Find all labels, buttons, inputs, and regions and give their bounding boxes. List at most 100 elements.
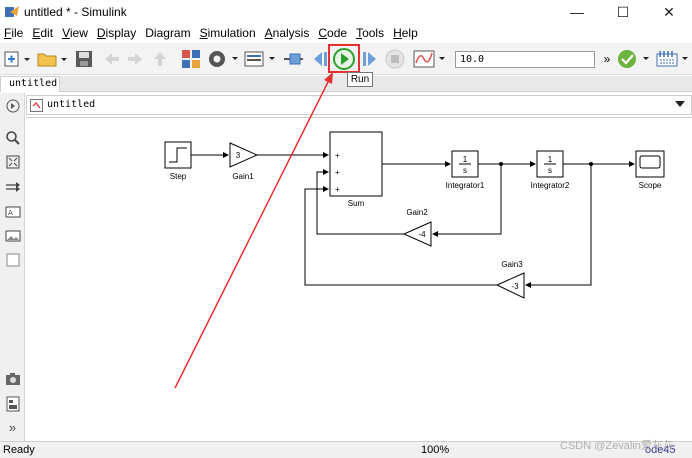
integrator2-den: s	[548, 166, 552, 175]
more-icon: »	[8, 420, 17, 435]
zoom-icon	[5, 130, 20, 145]
area-icon	[6, 253, 19, 266]
menu-file[interactable]: File	[4, 26, 24, 40]
left-palette: A »	[0, 93, 25, 441]
gain1-value: 3	[236, 151, 241, 160]
save-button[interactable]	[73, 48, 95, 70]
library-browser-button[interactable]	[180, 48, 202, 70]
branch-point-2	[589, 162, 593, 166]
menu-code[interactable]: Code	[318, 26, 348, 40]
menu-bar: File Edit View Display Diagram Simulatio…	[0, 24, 692, 42]
menu-tools[interactable]: Tools	[356, 26, 385, 40]
step-back-button[interactable]	[308, 48, 330, 70]
new-model-button[interactable]	[3, 48, 33, 70]
fit-view-icon	[6, 155, 19, 168]
area-button[interactable]	[4, 251, 21, 268]
gain2-value: -4	[418, 230, 426, 239]
update-diagram-button[interactable]	[282, 48, 304, 70]
open-folder-icon	[37, 53, 67, 67]
menu-diagram[interactable]: Diagram	[145, 26, 191, 40]
scope-block[interactable]	[635, 150, 665, 178]
integrator2-label: Integrator2	[531, 181, 570, 190]
status-text: Ready	[3, 444, 35, 456]
stop-time-input[interactable]: 10.0	[455, 51, 595, 68]
up-button[interactable]	[150, 48, 170, 70]
open-model-button[interactable]	[36, 48, 70, 70]
gain3-block[interactable]	[495, 272, 525, 299]
annotation-button[interactable]: A	[4, 203, 21, 220]
fit-view-button[interactable]	[4, 153, 21, 170]
run-icon	[333, 48, 355, 70]
block-diagram: Step 3 Gain1 + + + Sum 1 s Integrator1 1…	[164, 131, 665, 299]
run-tooltip: Run	[347, 72, 373, 87]
gain3-label: Gain3	[501, 260, 523, 269]
screenshot-button[interactable]	[4, 370, 21, 387]
integrator1-label: Integrator1	[446, 181, 485, 190]
model-browser-button[interactable]	[4, 395, 21, 412]
gain2-block[interactable]	[402, 221, 432, 247]
minimize-button[interactable]: —	[570, 4, 584, 20]
gain1-block[interactable]	[229, 142, 259, 168]
branch-point-1	[499, 162, 503, 166]
integrator2-block[interactable]	[536, 150, 564, 178]
simulink-app-icon	[5, 6, 19, 17]
integrator2-num: 1	[548, 155, 553, 164]
sum-sign-2: +	[335, 168, 340, 177]
step-back-icon	[314, 52, 327, 66]
toolbar-overflow[interactable]: »	[603, 52, 611, 66]
new-model-icon	[4, 51, 30, 67]
step-label: Step	[170, 172, 187, 181]
menu-help[interactable]: Help	[393, 26, 418, 40]
model-explorer-button[interactable]	[243, 48, 277, 70]
zoom-button[interactable]	[4, 129, 21, 146]
gear-icon	[209, 51, 238, 67]
menu-view[interactable]: View	[62, 26, 88, 40]
close-button[interactable]: ✕	[663, 3, 675, 20]
build-model-icon	[656, 51, 688, 67]
model-path[interactable]: untitled	[47, 99, 96, 110]
scope-label: Scope	[639, 181, 662, 190]
menu-display[interactable]: Display	[96, 26, 137, 40]
model-advisor-button[interactable]	[616, 48, 652, 70]
back-arrow-icon	[105, 53, 119, 65]
more-button[interactable]: »	[4, 419, 21, 436]
screenshot-icon	[5, 372, 20, 385]
hide-browser-button[interactable]	[4, 97, 21, 114]
data-inspector-button[interactable]	[412, 48, 448, 70]
stop-button[interactable]	[384, 48, 406, 70]
up-arrow-icon	[154, 52, 166, 66]
status-bar: Ready 100% ode45	[0, 441, 692, 458]
model-tab-bar: untitled	[0, 76, 692, 92]
menu-simulation[interactable]: Simulation	[199, 26, 256, 40]
model-settings-button[interactable]	[206, 48, 240, 70]
step-forward-icon	[363, 52, 376, 66]
address-dropdown-icon[interactable]	[675, 101, 685, 107]
gain1-label: Gain1	[232, 172, 254, 181]
toolbar: 10.0 »	[0, 43, 692, 75]
svg-text:A: A	[8, 209, 13, 217]
back-button[interactable]	[102, 48, 122, 70]
menu-analysis[interactable]: Analysis	[264, 26, 310, 40]
image-button[interactable]	[4, 227, 21, 244]
annotation-icon: A	[5, 206, 20, 217]
data-inspector-icon	[413, 50, 445, 68]
step-block[interactable]	[164, 141, 192, 169]
step-forward-button[interactable]	[360, 48, 382, 70]
run-button[interactable]	[331, 48, 357, 70]
run-button-highlight	[328, 44, 360, 73]
maximize-button[interactable]: ☐	[616, 3, 630, 20]
stop-icon	[385, 49, 405, 69]
solver-name[interactable]: ode45	[645, 444, 676, 456]
integrator1-den: s	[463, 166, 467, 175]
sum-sign-3: +	[335, 185, 340, 194]
signal-arrow-icon	[5, 181, 20, 192]
signal-arrow-button[interactable]	[4, 178, 21, 195]
diagram-canvas[interactable]: Step 3 Gain1 + + + Sum 1 s Integrator1 1…	[26, 117, 692, 441]
title-bar: untitled * - Simulink — ☐ ✕	[0, 0, 692, 24]
hide-browser-icon	[6, 99, 19, 112]
gain2-label: Gain2	[406, 208, 428, 217]
menu-edit[interactable]: Edit	[32, 26, 54, 40]
forward-button[interactable]	[125, 48, 145, 70]
tab-untitled[interactable]: untitled	[0, 76, 60, 92]
build-model-button[interactable]	[655, 48, 691, 70]
